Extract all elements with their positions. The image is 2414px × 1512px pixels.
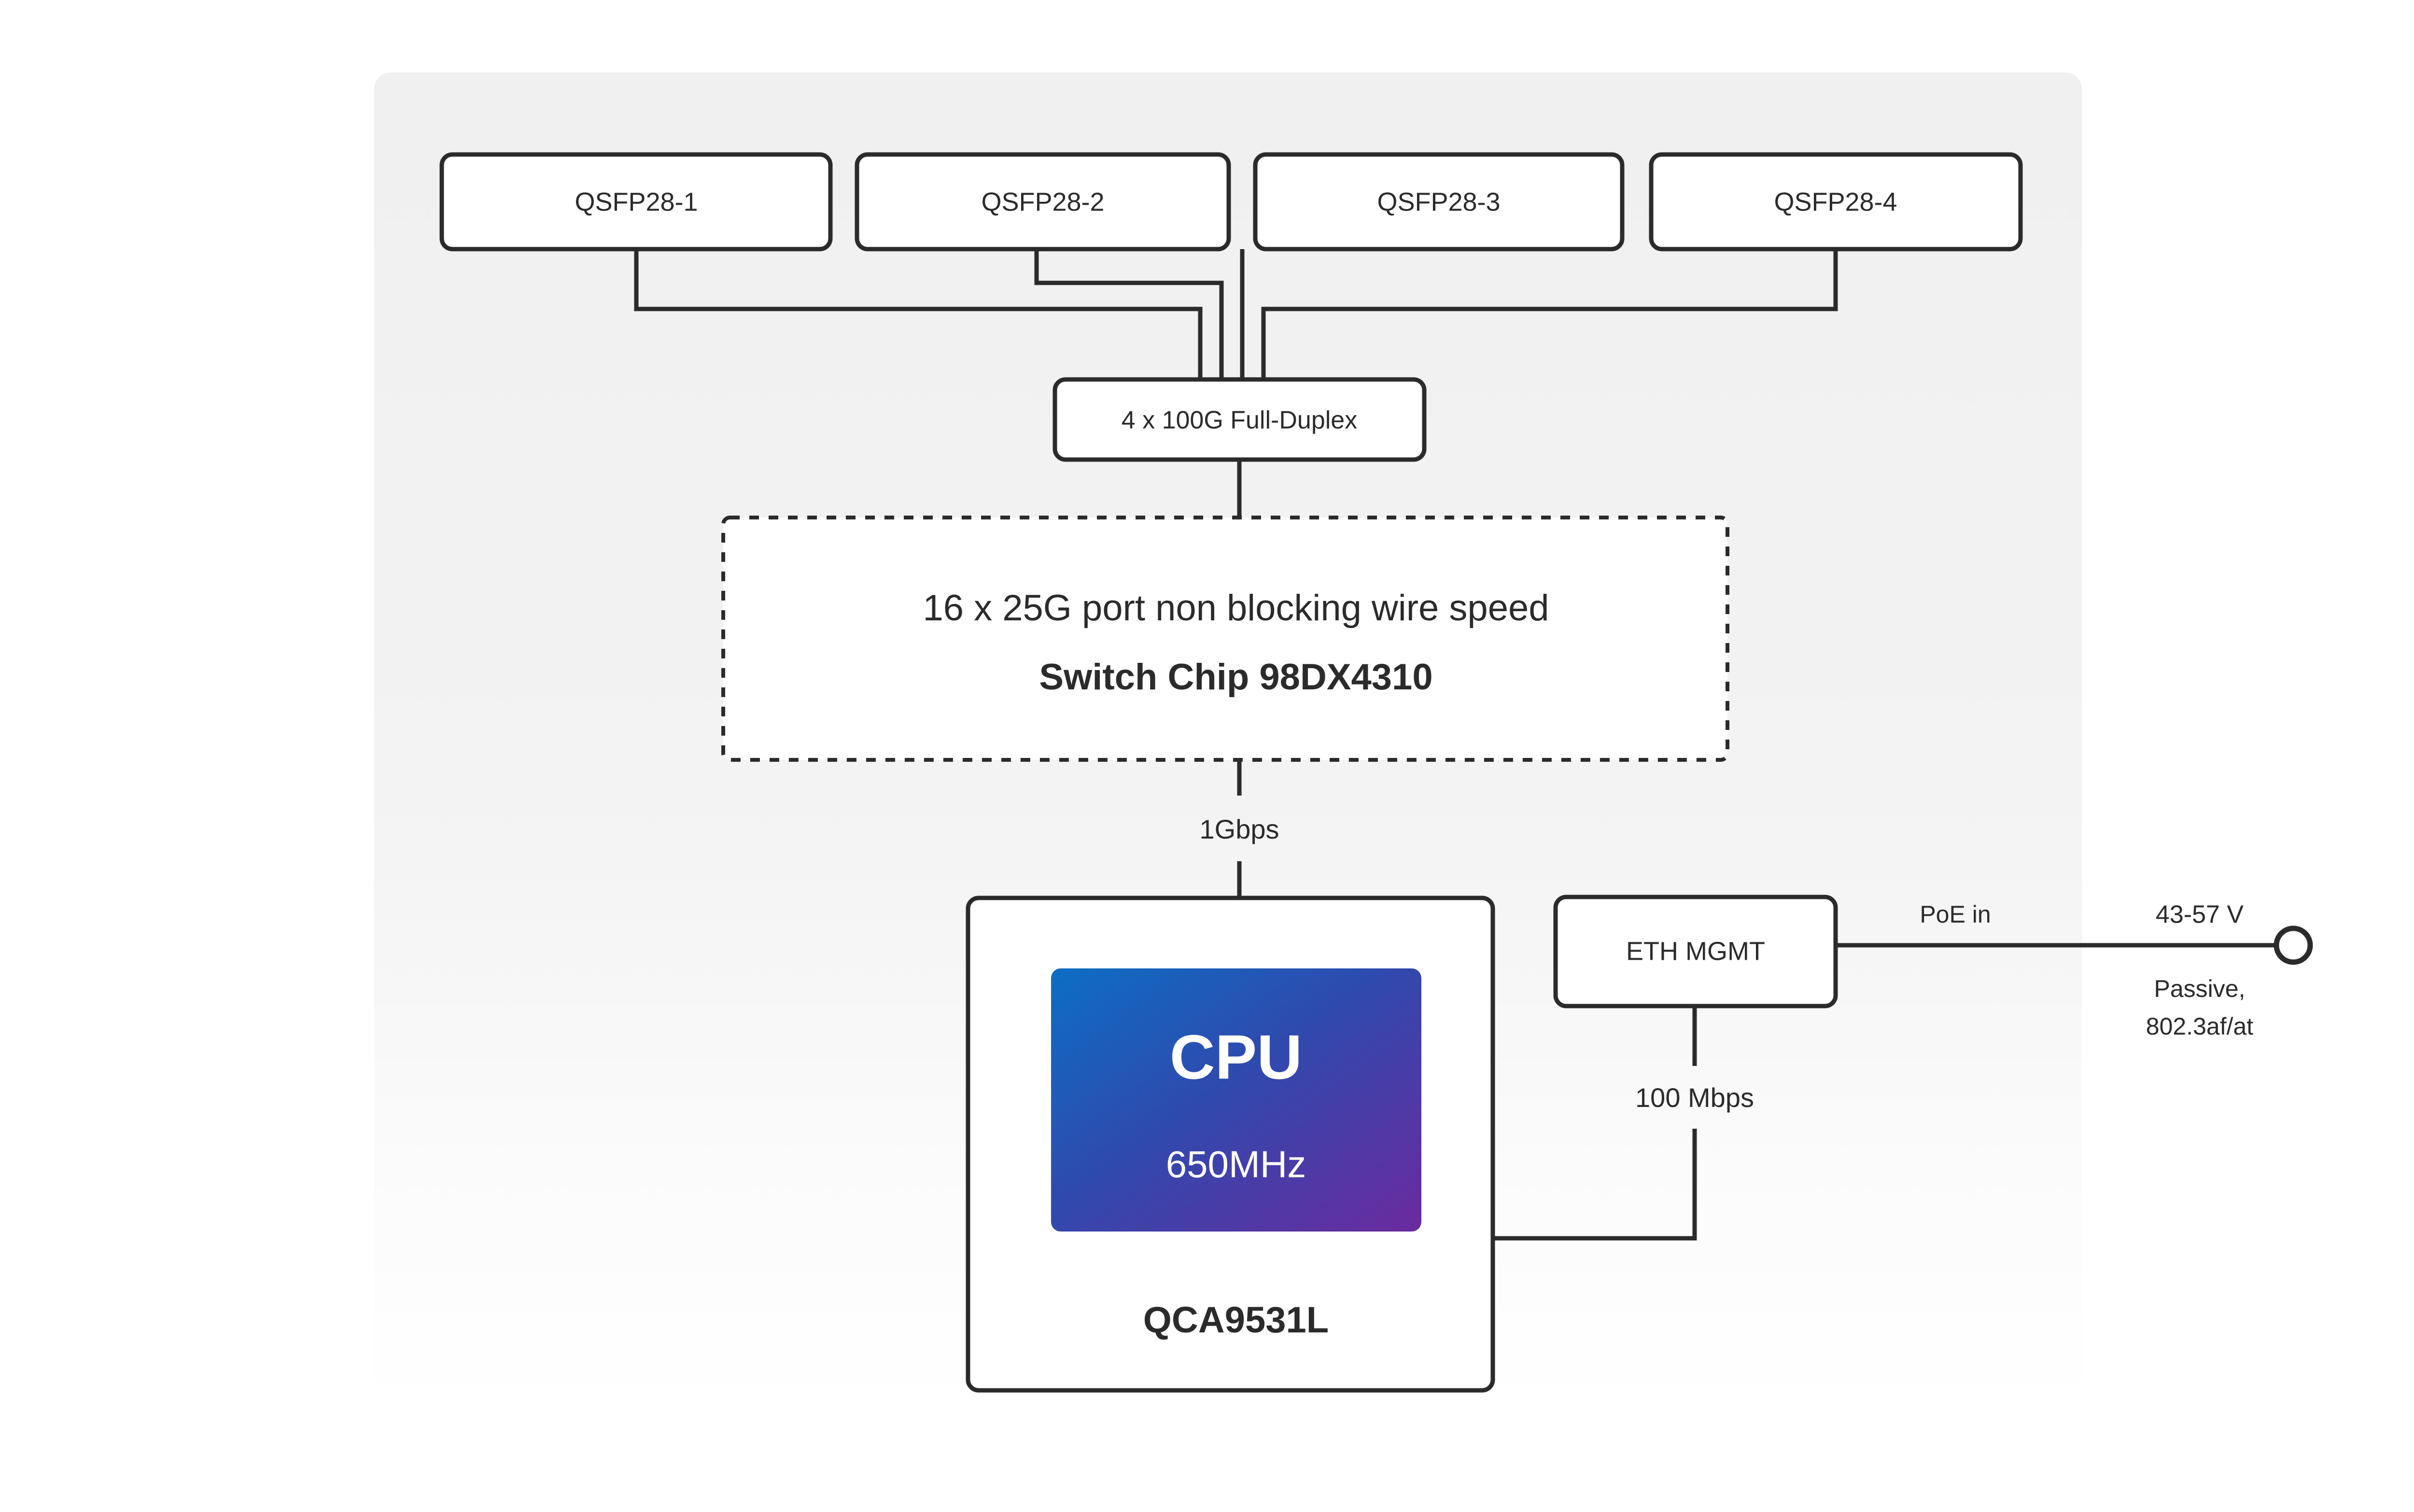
qsfp-port-4-label: QSFP28-4 [1774,187,1897,216]
switch-chip-box[interactable]: 16 x 25G port non blocking wire speed Sw… [721,516,1729,762]
cpu-chip-label: CPU [1170,1022,1302,1092]
wire-qsfp4-to-aggregator [1261,249,1838,379]
wire-ethmgmt-to-cpu [1493,1006,1697,1241]
cpu-module-box[interactable]: CPU 650MHz QCA9531L [966,896,1495,1393]
qsfp-port-1[interactable]: QSFP28-1 [439,152,833,252]
qsfp-port-3[interactable]: QSFP28-3 [1253,152,1625,252]
poe-terminal-icon [2274,925,2313,965]
cpu-chip-speed: 650MHz [1166,1143,1306,1186]
qsfp-port-1-label: QSFP28-1 [575,187,698,216]
switch-chip-capability: 16 x 25G port non blocking wire speed [923,588,1549,629]
qsfp-port-2-label: QSFP28-2 [981,187,1104,216]
cpu-link-speed-label: 1Gbps [1200,814,1279,844]
eth-link-speed-label: 100 Mbps [1635,1082,1754,1113]
aggregator-label: 4 x 100G Full-Duplex [1122,406,1357,434]
eth-mgmt-box[interactable]: ETH MGMT [1553,895,1838,1008]
wire-qsfp1-to-aggregator [634,249,1203,379]
poe-standard-line1: Passive, [2154,975,2246,1002]
eth-mgmt-label: ETH MGMT [1626,937,1765,966]
qsfp-port-2[interactable]: QSFP28-2 [855,152,1231,252]
aggregator-box[interactable]: 4 x 100G Full-Duplex [1053,377,1427,462]
switch-chip-model: Switch Chip 98DX4310 [1039,657,1432,698]
poe-voltage-label: 43-57 V [2156,901,2244,929]
poe-standard-line2: 802.3af/at [2146,1013,2254,1040]
cpu-part-number: QCA9531L [1143,1300,1329,1341]
wire-poe-in [1836,925,2313,965]
qsfp-port-4[interactable]: QSFP28-4 [1649,152,2023,252]
qsfp-port-3-label: QSFP28-3 [1377,187,1500,216]
cpu-chip [1051,968,1421,1232]
wire-qsfp2-to-aggregator [1034,249,1224,379]
poe-in-label: PoE in [1920,901,1991,928]
